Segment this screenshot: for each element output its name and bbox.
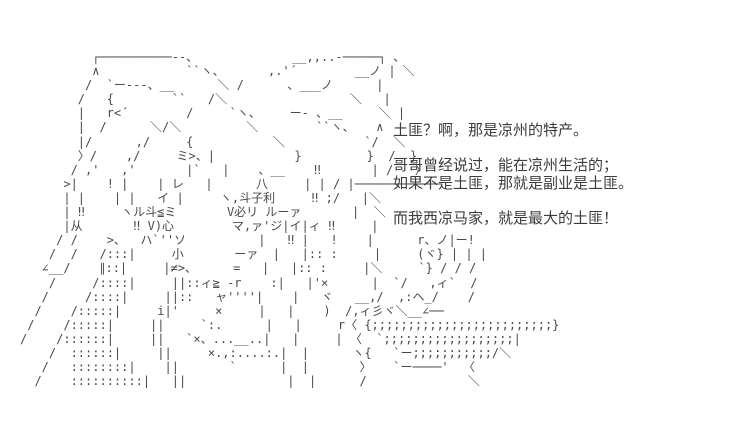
dialogue-text-block: 土匪？啊，那是凉州的特产。 哥哥曾经说过，能在凉州生活的； 如果不是土匪，那就是… [393,122,633,228]
dialogue-line-1: 土匪？啊，那是凉州的特产。 [393,122,589,139]
dialogue-line-4: 而我西凉马家，就是最大的土匪！ [393,210,619,227]
ascii-art-character: ┌──────────--、 __,,..-─────┐ 、 ∧ ``ヽ、 ,.… [20,50,560,389]
dialogue-line-3: 如果不是土匪，那就是副业是土匪。 [393,175,634,192]
dialogue-line-2: 哥哥曾经说过，能在凉州生活的； [393,157,619,174]
